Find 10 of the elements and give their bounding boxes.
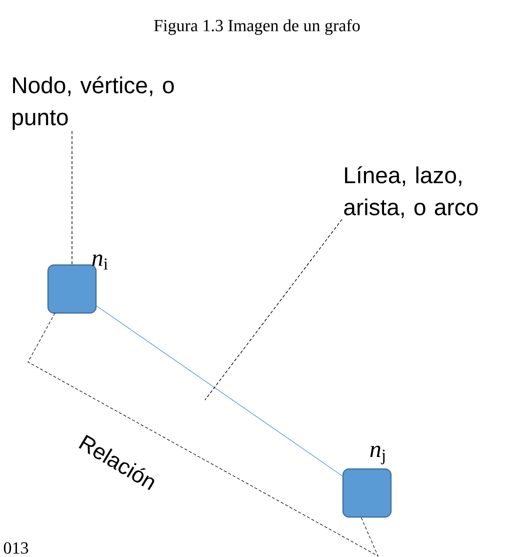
callout-text: Nodo, vértice, o punto (12, 76, 174, 130)
footer-text: 013 (4, 542, 28, 554)
figure-title: Figura 1.3 Imagen de un grafo (154, 19, 360, 35)
node-square (342, 468, 392, 518)
node-label: n$_{j}$ (370, 446, 385, 464)
leader-line (204, 218, 342, 400)
node-square (47, 264, 97, 314)
connector-line (96, 306, 343, 476)
node-label: n$_{i}$ (92, 254, 108, 270)
callout-text: Línea, lazo, arista, o arco (344, 166, 478, 218)
